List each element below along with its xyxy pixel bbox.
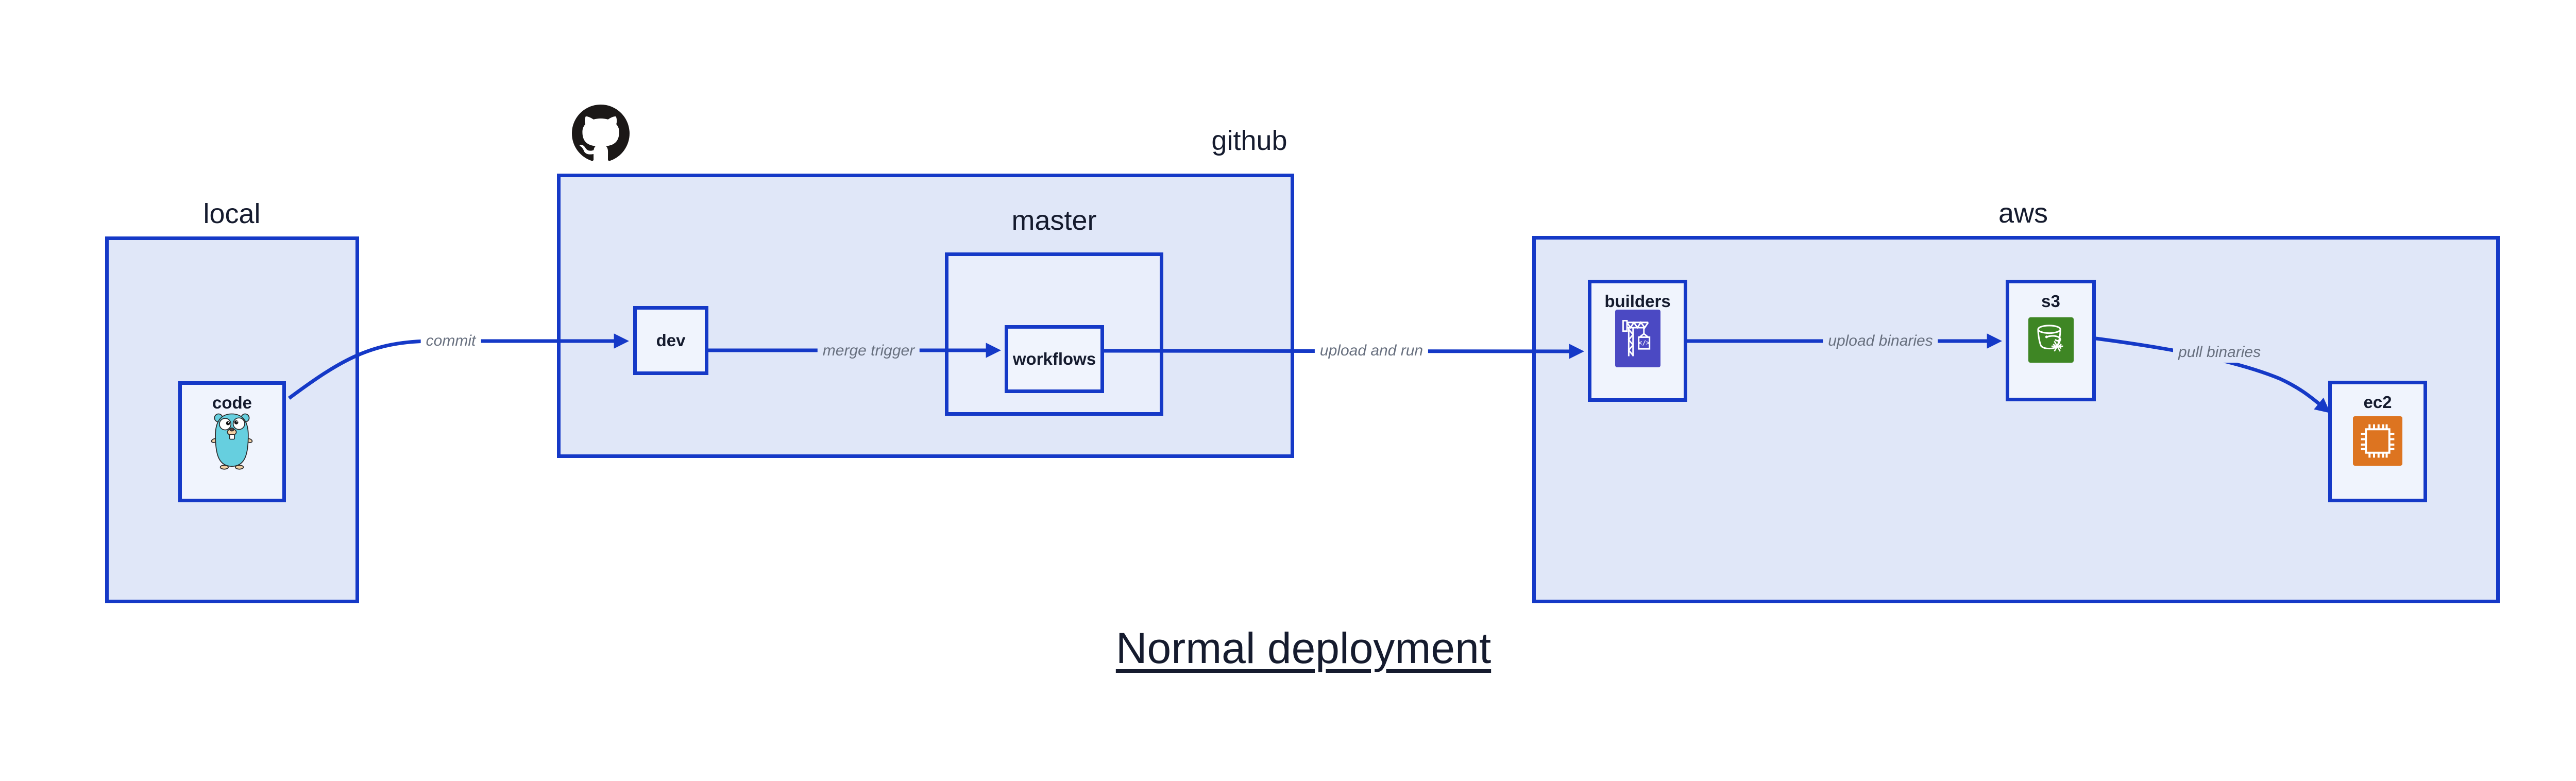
local-group-label: local: [203, 198, 261, 229]
code-node-label: code: [212, 393, 252, 412]
edge-label-commit: commit: [420, 331, 481, 351]
edge-label-upload-and-run: upload and run: [1314, 341, 1429, 361]
s3-node-label: s3: [2041, 292, 2060, 311]
builders-node-label: builders: [1604, 292, 1671, 311]
aws-s3-bucket-icon: [2028, 317, 2074, 363]
github-logo-icon: [572, 105, 630, 162]
github-group-label: github: [1211, 125, 1287, 156]
svg-text:</>: </>: [1638, 339, 1650, 347]
edge-label-upload-binaries: upload binaries: [1823, 331, 1938, 351]
ec2-node-label: ec2: [2363, 393, 2392, 412]
aws-group-label: aws: [1998, 198, 2048, 229]
master-group-label: master: [1011, 205, 1097, 236]
aws-ec2-chip-icon: [2353, 416, 2402, 466]
go-gopher-icon: [208, 412, 256, 470]
aws-codebuild-crane-icon: </>: [1615, 310, 1660, 367]
ec2-node-box[interactable]: ec2: [2328, 381, 2427, 502]
dev-node-box[interactable]: dev: [633, 306, 708, 375]
edge-label-pull-binaries: pull binaries: [2173, 342, 2266, 363]
workflows-node-label: workflows: [1012, 349, 1096, 368]
workflows-node-box[interactable]: workflows: [1005, 325, 1104, 393]
diagram-title: Normal deployment: [1115, 624, 1492, 672]
dev-node-label: dev: [656, 331, 686, 350]
edge-label-merge-trigger: merge trigger: [817, 341, 920, 361]
builders-node-box[interactable]: builders: [1588, 280, 1687, 402]
